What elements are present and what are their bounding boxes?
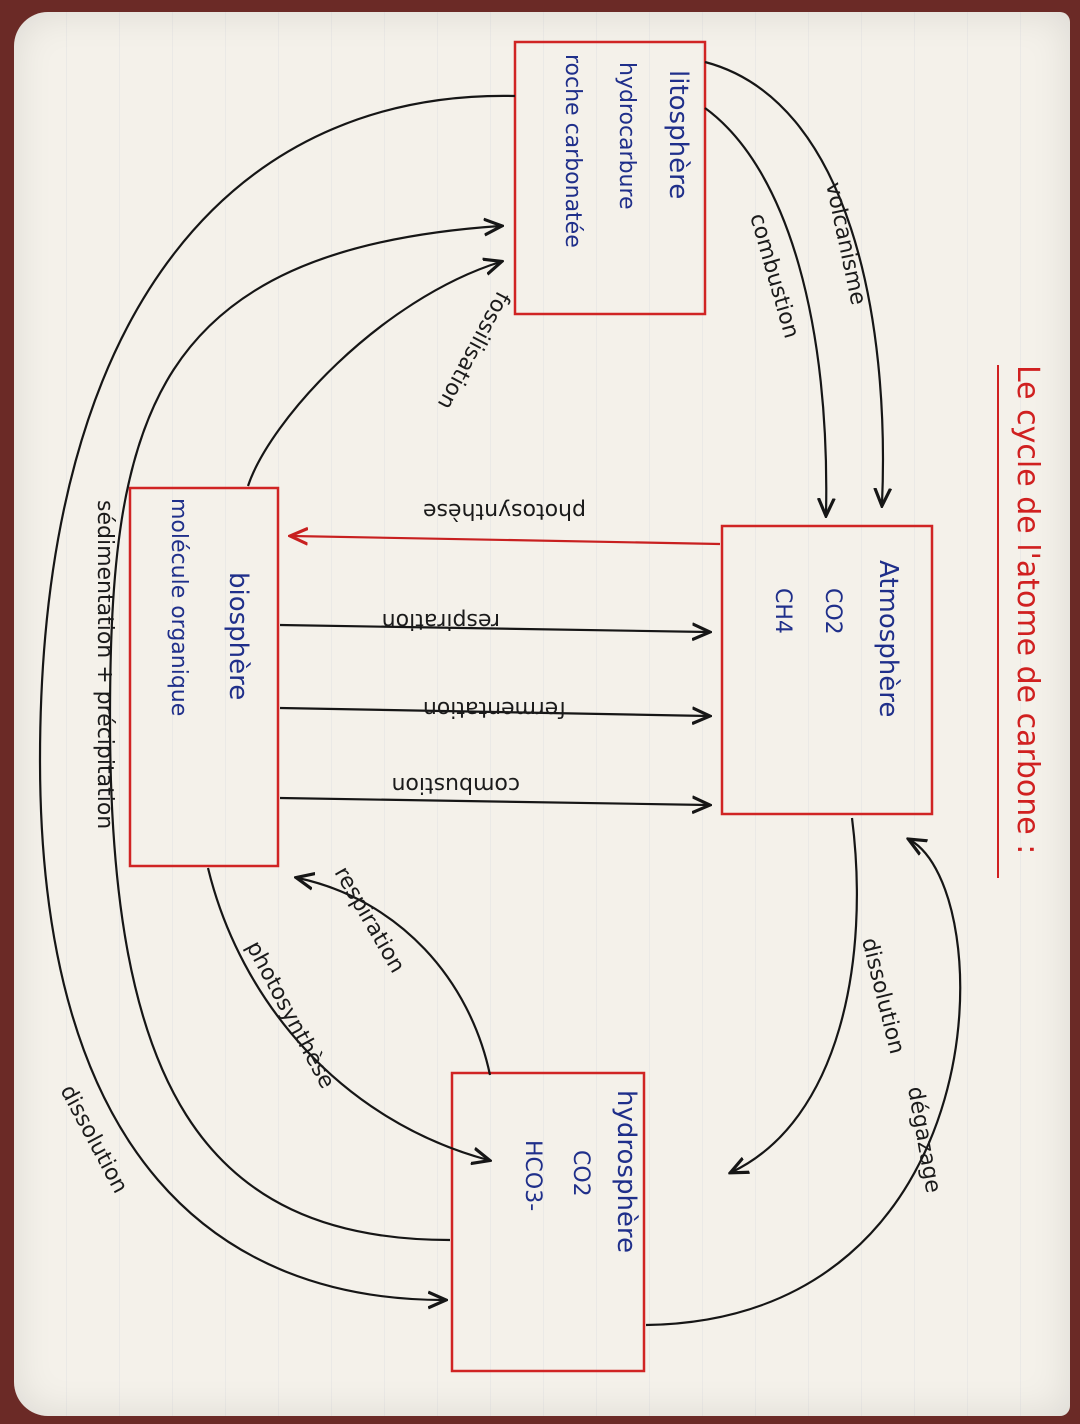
- label-degazage: dégazage: [902, 1085, 945, 1195]
- atmosphere-line-1: CO2: [820, 588, 845, 635]
- arrow-photosynthese-hydro: [206, 867, 488, 1160]
- ruled-lines: [14, 12, 1070, 1416]
- biosphere-name: biosphère: [223, 572, 253, 700]
- atmosphere-name: Atmosphère: [873, 560, 903, 717]
- arrow-dissolution-atm: [732, 817, 858, 1172]
- label-fossilisation: fossilisation: [432, 287, 515, 413]
- box-lithosphere: litosphère hydrocarbure roche carbonatée: [513, 40, 707, 316]
- arrow-fermentation: [279, 708, 708, 716]
- box-atmosphere: Atmosphère CO2 CH4: [720, 524, 934, 816]
- lithosphere-name: litosphère: [663, 70, 693, 199]
- biosphere-line-1: molécule organique: [166, 498, 191, 716]
- label-photosynthese-hydro: photosynthèse: [241, 937, 340, 1093]
- hydrosphere-line-2: HCO3-: [520, 1140, 545, 1211]
- title-group: Le cycle de l'atome de carbone :: [997, 365, 1045, 878]
- hydrosphere-name: hydrosphère: [611, 1090, 641, 1253]
- notebook-page: [14, 12, 1070, 1416]
- label-sedimentation: sédimentation + précipitation: [92, 500, 117, 829]
- arrow-dissolution-litho: [38, 94, 516, 1300]
- label-dissolution-litho: dissolution: [55, 1081, 133, 1198]
- hydrosphere-frame: [450, 1071, 646, 1373]
- arrow-fossilisation: [246, 262, 500, 487]
- arrow-degazage: [645, 840, 962, 1327]
- label-volcanisme: volcanisme: [820, 180, 870, 307]
- label-photosynthese-atm: photosynthèse: [423, 498, 586, 523]
- arrow-respiration-hydro: [298, 878, 492, 1076]
- atmosphere-frame: [720, 524, 934, 816]
- arrow-respiration-atm: [279, 625, 708, 632]
- label-combustion-bio: combustion: [392, 772, 521, 797]
- label-respiration-atm: respiration: [382, 608, 500, 633]
- label-combustion-litho: combustion: [744, 211, 803, 341]
- label-dissolution-atm: dissolution: [856, 935, 909, 1056]
- label-fermentation: fermentation: [423, 696, 566, 721]
- atmosphere-line-2: CH4: [770, 588, 795, 634]
- arrow-volcanisme: [704, 60, 883, 504]
- arrow-combustion-bio: [279, 798, 708, 805]
- arrow-sedimentation: [108, 226, 500, 1242]
- box-hydrosphere: hydrosphère CO2 HCO3-: [450, 1071, 646, 1373]
- label-respiration-hydro: respiration: [329, 863, 410, 978]
- page-title: Le cycle de l'atome de carbone :: [1010, 365, 1045, 854]
- biosphere-frame: [128, 486, 280, 868]
- lithosphere-line-2: roche carbonatée: [560, 54, 585, 248]
- lithosphere-line-1: hydrocarbure: [614, 62, 639, 210]
- lithosphere-frame: [513, 40, 707, 316]
- arrow-photosynthese-atm: [292, 536, 721, 544]
- hydrosphere-line-1: CO2: [568, 1150, 593, 1197]
- box-biosphere: biosphère molécule organique: [128, 486, 280, 868]
- arrow-combustion-litho: [704, 107, 826, 514]
